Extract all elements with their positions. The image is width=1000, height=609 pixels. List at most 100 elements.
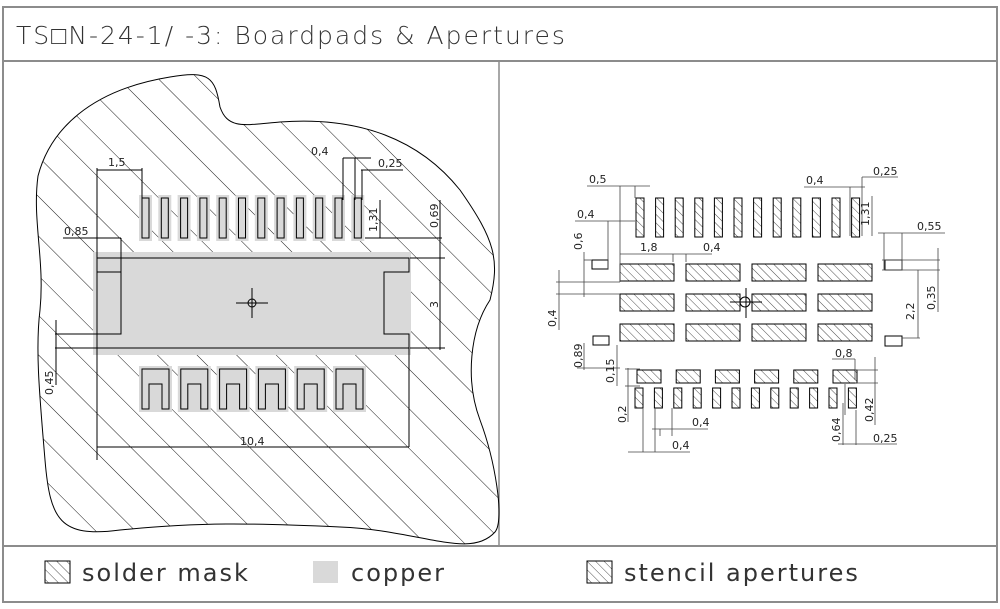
- copper-top-pin: [158, 195, 172, 241]
- ap-dim-block-gap: 0,4: [703, 241, 721, 254]
- ap-dim-top-pitch: 0,4: [806, 174, 824, 187]
- copper-top-pin: [332, 195, 345, 241]
- bottom-pin-outline: [257, 368, 286, 410]
- bottom-pin-row: [139, 366, 366, 412]
- dim-bottom-gap: 0,45: [43, 371, 56, 396]
- copper-top-pin: [312, 195, 326, 241]
- ap-dim-bottom-pitch-b: 0,4: [672, 439, 690, 452]
- top-pin-outline: [257, 197, 266, 239]
- aperture-bottom-pad: [754, 369, 780, 384]
- aperture-bottom-pin: [653, 387, 663, 409]
- legend-label-solder-mask: solder mask: [82, 559, 250, 587]
- aperture-bottom-pin: [692, 387, 702, 409]
- ap-dim-top-offset: 0,5: [589, 173, 607, 186]
- legend-item-solder-mask: solder mask: [44, 559, 250, 587]
- ap-dim-bottom-pin-len: 0,64: [830, 418, 843, 443]
- aperture-right-small-bottom: [884, 335, 903, 347]
- copper-bottom-pin: [294, 366, 328, 412]
- aperture-bottom-pin: [634, 387, 644, 409]
- copper-bottom-pin: [139, 366, 172, 412]
- dimension-lines: [55, 157, 445, 460]
- copper-bottom-pin: [177, 366, 211, 412]
- aperture-block: [619, 263, 675, 282]
- dim-total-width: 10,4: [240, 435, 265, 448]
- aperture-bottom-pad: [832, 369, 858, 384]
- bottom-pin-outline: [180, 368, 209, 410]
- top-pin-outline: [238, 197, 246, 239]
- top-pin-row: [139, 195, 365, 241]
- aperture-block: [619, 323, 675, 342]
- copper-top-pin: [274, 195, 288, 241]
- aperture-block: [751, 263, 807, 282]
- aperture-bottom-pad: [675, 369, 701, 384]
- dim-pin-width: 0,25: [378, 157, 403, 170]
- aperture-crosshair-icon: [730, 288, 762, 318]
- top-pin-outline: [218, 197, 227, 239]
- aperture-bottom-pin: [750, 387, 760, 409]
- dim-pad-height: 3: [428, 301, 441, 308]
- ap-dim-small-width: 0,8: [835, 347, 853, 360]
- copper-top-pin: [351, 195, 365, 241]
- aperture-bottom-pin-row: [634, 387, 857, 409]
- copper-swatch: [313, 561, 338, 583]
- aperture-block: [751, 323, 807, 342]
- copper-top-pin: [216, 195, 230, 241]
- top-pin-outline: [199, 197, 208, 239]
- top-pin-outline: [276, 197, 285, 239]
- ap-dim-left-small: 0,4: [577, 208, 595, 221]
- aperture-block: [817, 323, 873, 342]
- copper-top-pin: [177, 195, 191, 241]
- aperture-top-pin: [811, 197, 821, 238]
- aperture-top-pin: [694, 197, 704, 238]
- legend-label-copper: copper: [351, 559, 446, 587]
- copper-top-pin: [254, 195, 268, 241]
- aperture-top-pin: [655, 197, 665, 238]
- ap-dim-row-span: 2,2: [904, 303, 917, 321]
- ap-dim-bottom-pin-height: 0,42: [863, 398, 876, 423]
- ap-dim-bottom-pin-width: 0,25: [873, 432, 898, 445]
- aperture-bottom-pad: [714, 369, 740, 384]
- aperture-bottom-pin: [712, 387, 722, 409]
- aperture-dimension-lines: [556, 176, 945, 453]
- legend-item-copper: copper: [313, 559, 446, 587]
- top-pin-outline: [160, 197, 169, 239]
- legend-label-stencil: stencil apertures: [624, 559, 860, 587]
- aperture-bottom-pin: [673, 387, 683, 409]
- top-pin-outline: [141, 197, 150, 239]
- aperture-bottom-pad: [636, 369, 662, 384]
- bottom-pin-outline: [219, 368, 248, 410]
- stencil-swatch: [586, 560, 613, 584]
- aperture-bottom-pin: [828, 387, 838, 409]
- ap-dim-right-height: 0,35: [925, 286, 938, 311]
- page-title: TS□N-24-1/ -3: Boardpads & Apertures: [16, 21, 567, 50]
- aperture-bottom-pin: [789, 387, 799, 409]
- legend-item-stencil: stencil apertures: [586, 559, 860, 587]
- copper-top-pin: [293, 195, 307, 241]
- dim-pin-length: 1,31: [367, 208, 380, 233]
- copper-bottom-pin: [255, 366, 289, 412]
- aperture-block: [817, 293, 873, 312]
- top-pin-outline: [180, 197, 189, 239]
- ap-dim-top-pin-width: 0,25: [873, 165, 898, 178]
- bottom-pin-outline: [141, 368, 170, 410]
- bottom-pin-outline: [335, 368, 364, 410]
- aperture-block: [685, 263, 741, 282]
- copper-top-pin: [139, 195, 152, 241]
- ap-dim-bottom-pitch-a: 0,4: [692, 416, 710, 429]
- dim-gap-top: 0,69: [428, 204, 441, 229]
- ap-dim-top-pin-length: 1,31: [859, 202, 872, 227]
- aperture-top-pin: [851, 197, 861, 238]
- top-pin-outline: [315, 197, 324, 239]
- ap-dim-left-height: 0,6: [572, 233, 585, 251]
- aperture-bottom-pin: [847, 387, 857, 409]
- dim-offset-left: 1,5: [108, 156, 126, 169]
- aperture-top-pin: [772, 197, 782, 238]
- ap-dim-left-gap: 0,4: [546, 310, 559, 328]
- ap-dim-left-offset: 0,89: [572, 344, 585, 369]
- aperture-bottom-pad: [793, 369, 819, 384]
- aperture-bottom-pin: [770, 387, 780, 409]
- ap-dim-right-small: 0,55: [917, 220, 942, 233]
- boardpads-panel: 1,5 0,85 0,4 0,25 1,31 0,69 3 0,45 10,4: [35, 74, 500, 545]
- top-pin-outline: [334, 197, 343, 239]
